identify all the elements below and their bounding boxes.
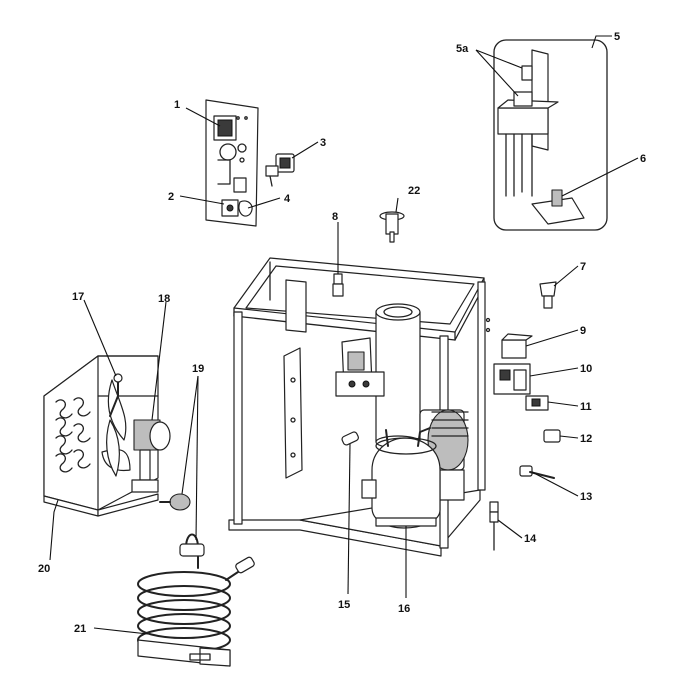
callout-17: 17	[72, 291, 84, 303]
part-19-drier	[159, 493, 191, 511]
callout-15: 15	[338, 599, 350, 611]
part-9-relay	[501, 333, 533, 359]
callout-7: 7	[580, 261, 586, 273]
callout-20: 20	[38, 563, 50, 575]
compressor	[361, 427, 441, 529]
leader-lines	[49, 35, 639, 635]
callout-8: 8	[332, 211, 338, 223]
part-14-drier	[489, 501, 499, 551]
callout-13: 13	[580, 491, 592, 503]
part-15-fitting	[341, 431, 359, 446]
callout-14: 14	[524, 533, 537, 545]
part-8-sensor	[332, 273, 344, 297]
cabinet-frame	[228, 257, 491, 557]
water-coil-assembly	[137, 533, 255, 667]
condenser-assembly	[43, 355, 171, 517]
part-11-switch	[525, 395, 549, 411]
part-13-probe	[519, 465, 555, 479]
part-12-connector	[543, 429, 561, 443]
callout-12: 12	[580, 433, 592, 445]
callout-labels: 1 2 3 4 5 5a 6 7 8 9 10 11 12 13 14 15 1…	[38, 31, 646, 635]
callout-3: 3	[320, 137, 326, 149]
callout-21: 21	[74, 623, 86, 635]
callout-2: 2	[168, 191, 174, 203]
float-switch-inset	[493, 39, 608, 231]
part-22-valve	[379, 211, 405, 243]
callout-16: 16	[398, 603, 410, 615]
callout-4: 4	[284, 193, 291, 205]
callout-19: 19	[192, 363, 204, 375]
part-10-contactor	[493, 363, 531, 395]
water-valve-panel	[205, 99, 259, 227]
callout-5: 5	[614, 31, 620, 43]
callout-18: 18	[158, 293, 170, 305]
callout-1: 1	[174, 99, 180, 111]
part-7-fitting	[539, 281, 557, 309]
callout-22: 22	[408, 185, 420, 197]
part-3-valve	[265, 153, 295, 187]
callout-11: 11	[580, 401, 592, 413]
callout-10: 10	[580, 363, 592, 375]
callout-6: 6	[640, 153, 646, 165]
callout-5a: 5a	[456, 43, 469, 55]
callout-9: 9	[580, 325, 586, 337]
control-box	[335, 337, 385, 397]
